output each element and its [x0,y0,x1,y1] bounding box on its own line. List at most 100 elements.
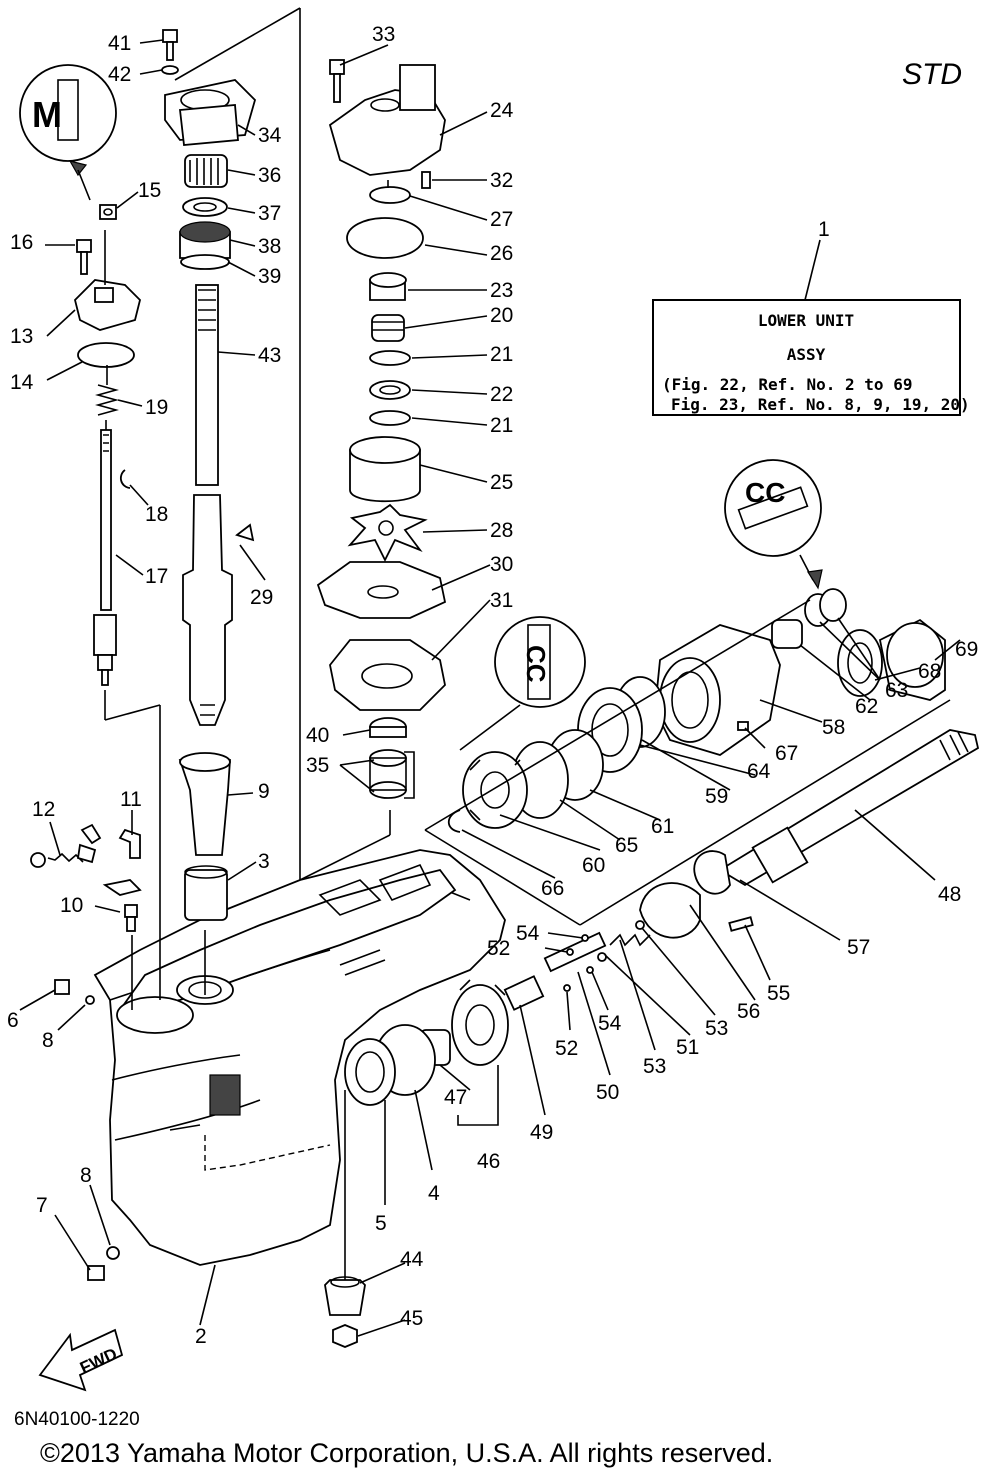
callout-35: 35 [306,754,329,777]
callout-64: 64 [747,760,771,783]
callout-21: 21 [490,343,513,366]
propeller-shaft-assembly [324,588,980,1348]
callout-23: 23 [490,279,513,302]
callout-37: 37 [258,202,281,225]
callout-7: 7 [36,1194,48,1217]
callout-56: 56 [737,1000,760,1023]
cc-grease-inset-middle: CC [459,616,586,751]
callout-5: 5 [375,1212,387,1235]
callout-52: 52 [487,937,510,960]
callout-numbers: 1 2 3 4 5 6 7 8 8 9 10 11 12 13 14 15 16… [7,23,978,1348]
copyright-notice: ©2013 Yamaha Motor Corporation, U.S.A. A… [40,1438,773,1468]
callout-57: 57 [847,936,870,959]
cc-symbol-middle: CC [521,645,551,683]
callout-52b: 52 [555,1037,578,1060]
callout-32: 32 [490,169,513,192]
callout-lines [19,39,961,1337]
callout-1: 1 [818,218,830,241]
callout-26: 26 [490,242,513,265]
callout-21b: 21 [490,414,513,437]
callout-50: 50 [596,1081,619,1104]
callout-44: 44 [400,1248,424,1271]
callout-41: 41 [108,32,131,55]
callout-3: 3 [258,850,270,873]
callout-31: 31 [490,589,513,612]
callout-65: 65 [615,834,638,857]
callout-19: 19 [145,396,168,419]
forward-direction-arrow: FWD [38,1328,124,1392]
callout-9: 9 [258,780,270,803]
callout-24: 24 [490,99,514,122]
callout-60: 60 [582,854,605,877]
callout-54b: 54 [598,1012,622,1035]
callout-48: 48 [938,883,961,906]
callout-18: 18 [145,503,168,526]
callout-29: 29 [250,586,273,609]
callout-27: 27 [490,208,513,231]
leader-lines [104,7,951,1280]
assy-box-line3: (Fig. 22, Ref. No. 2 to 69 [662,375,912,394]
cc-grease-inset-right: CC [724,459,823,590]
callout-8b: 8 [80,1164,92,1187]
callout-8: 8 [42,1029,54,1052]
callout-10: 10 [60,894,83,917]
callout-69: 69 [955,638,978,661]
callout-54: 54 [516,922,540,945]
callout-66: 66 [541,877,564,900]
assy-box-line1: LOWER UNIT [758,311,854,330]
callout-33: 33 [372,23,395,46]
callout-16: 16 [10,231,33,254]
callout-28: 28 [490,519,513,542]
callout-14: 14 [10,371,34,394]
m-grease-inset: M [19,64,117,201]
sleeve-and-needle-bearing [178,752,231,921]
water-pump-assembly [316,59,447,799]
callout-47: 47 [444,1086,467,1109]
callout-46: 46 [477,1150,500,1173]
callout-61: 61 [651,815,674,838]
callout-67: 67 [775,742,798,765]
callout-42: 42 [108,63,131,86]
callout-6: 6 [7,1009,19,1032]
callout-12: 12 [32,798,55,821]
callout-25: 25 [490,471,513,494]
callout-20: 20 [490,304,513,327]
callout-38: 38 [258,235,281,258]
lower-unit-assy-box: LOWER UNIT ASSY (Fig. 22, Ref. No. 2 to … [652,299,970,416]
callout-55: 55 [767,982,790,1005]
callout-53: 53 [643,1055,666,1078]
callout-15: 15 [138,179,161,202]
callout-62: 62 [855,695,878,718]
callout-4: 4 [428,1182,440,1205]
cc-symbol-right: CC [745,477,785,508]
callout-36: 36 [258,164,281,187]
callout-22: 22 [490,383,513,406]
shift-rod-assembly [30,204,142,1281]
m-symbol: M [32,94,62,135]
assy-box-line4: Fig. 23, Ref. No. 8, 9, 19, 20) [671,395,970,414]
callout-68: 68 [918,660,941,683]
callout-39: 39 [258,265,281,288]
callout-30: 30 [490,553,513,576]
callout-63: 63 [885,679,908,702]
callout-13: 13 [10,325,33,348]
drive-shaft-assembly [161,29,257,726]
callout-51: 51 [676,1036,699,1059]
callout-45: 45 [400,1307,423,1330]
assy-box-line2: ASSY [787,345,826,364]
variant-label: STD [902,58,962,91]
callout-58: 58 [822,716,845,739]
callout-34: 34 [258,124,282,147]
callout-40: 40 [306,724,329,747]
diagram-code: 6N40100-1220 [14,1409,140,1430]
callout-11: 11 [120,788,142,811]
callout-43: 43 [258,344,281,367]
callout-53b: 53 [705,1017,728,1040]
lower-case-housing [93,849,506,1266]
callout-49: 49 [530,1121,553,1144]
callout-2: 2 [195,1325,207,1348]
callout-59: 59 [705,785,728,808]
callout-17: 17 [145,565,168,588]
